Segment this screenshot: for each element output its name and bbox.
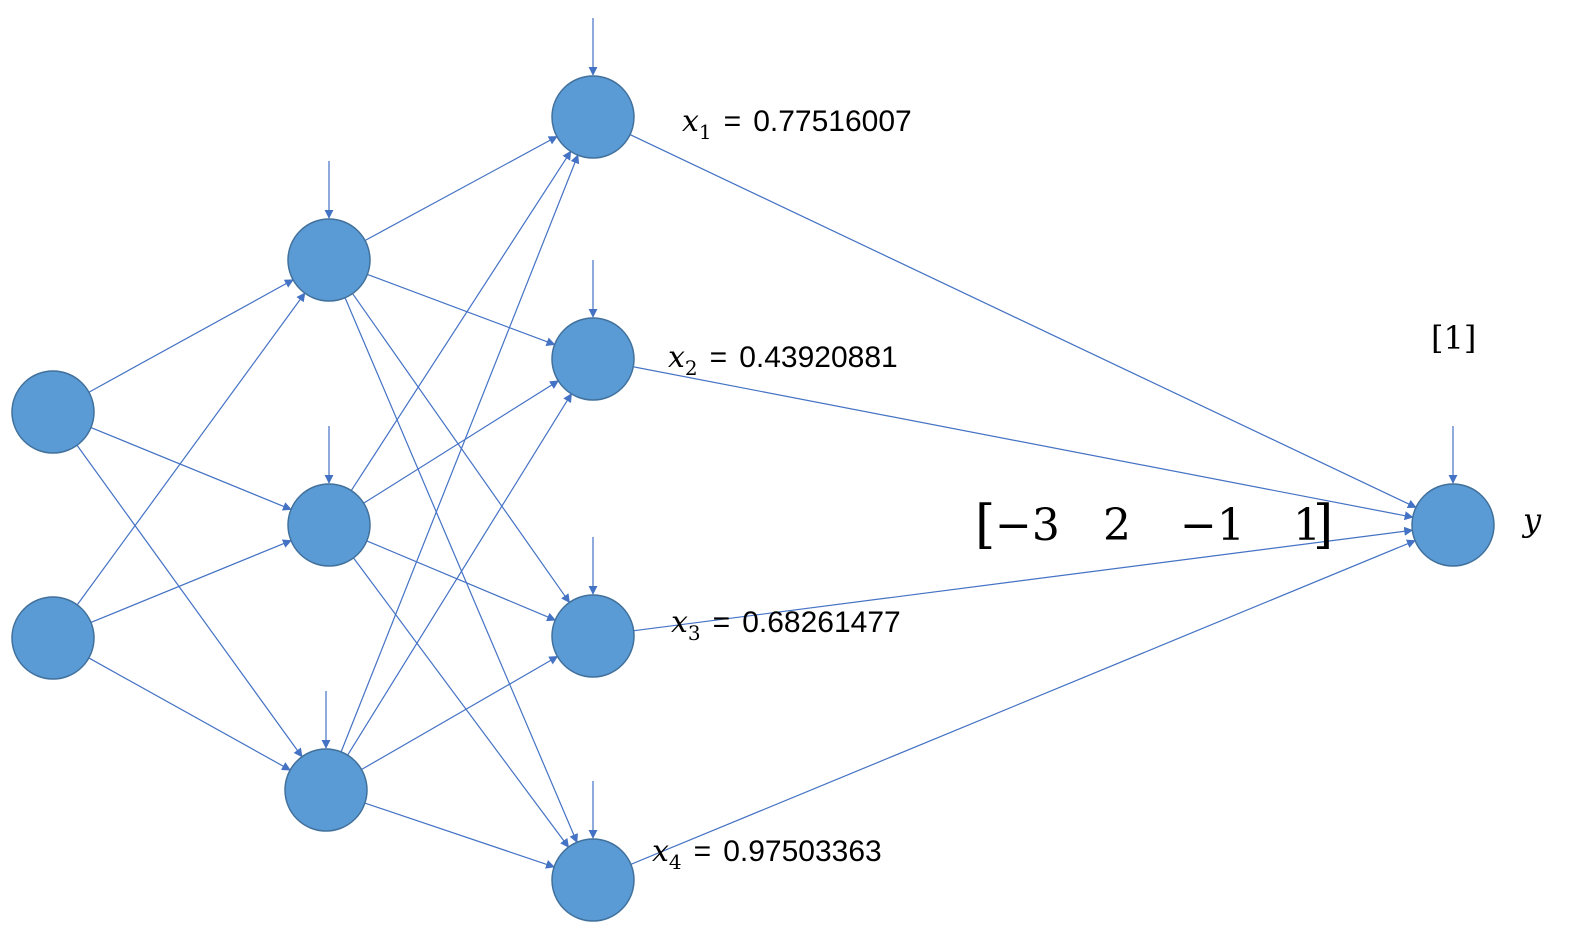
hidden2-node bbox=[551, 594, 635, 678]
hidden2-node bbox=[551, 75, 635, 159]
hidden2-node bbox=[551, 838, 635, 922]
connection-arrow bbox=[76, 292, 306, 606]
connection-arrow bbox=[76, 444, 303, 758]
connection-arrow bbox=[88, 279, 294, 393]
weights-open-bracket: [ bbox=[975, 495, 995, 555]
connection-arrow bbox=[363, 380, 560, 504]
hidden2-node bbox=[551, 317, 635, 401]
connection-arrow bbox=[344, 297, 578, 844]
bias-label: [1] bbox=[1431, 319, 1476, 357]
bias-arrows bbox=[321, 18, 1458, 839]
weight-value: −1 bbox=[1180, 500, 1245, 551]
connection-arrow bbox=[367, 273, 556, 346]
x3-label: x3=0.68261477 bbox=[671, 605, 901, 645]
connection-arrow bbox=[361, 655, 559, 771]
connection-arrow bbox=[88, 657, 291, 771]
connection-arrow bbox=[347, 393, 572, 756]
connection-arrow bbox=[633, 366, 1414, 521]
neurons bbox=[11, 75, 1495, 922]
hidden1-node bbox=[287, 218, 371, 302]
hidden1-node bbox=[287, 483, 371, 567]
connection-arrow bbox=[364, 802, 556, 869]
weight-value: −3 bbox=[995, 500, 1060, 551]
input-node bbox=[11, 596, 95, 680]
connection-arrow bbox=[630, 539, 1416, 865]
x1-label: x1=0.77516007 bbox=[682, 104, 912, 144]
x2-label: x2=0.43920881 bbox=[668, 340, 898, 380]
connection-arrow bbox=[366, 540, 557, 622]
connection-arrow bbox=[633, 526, 1414, 632]
output-node bbox=[1411, 483, 1495, 567]
connections bbox=[76, 134, 1417, 869]
connection-arrow bbox=[350, 150, 572, 491]
connection-arrow bbox=[352, 293, 570, 604]
x4-label: x4=0.97503363 bbox=[652, 834, 882, 874]
weights-close-bracket: ] bbox=[1313, 495, 1333, 555]
weight-value: 2 bbox=[1103, 500, 1131, 551]
connection-arrow bbox=[364, 136, 558, 241]
hidden1-node bbox=[284, 748, 368, 832]
input-node bbox=[11, 370, 95, 454]
connection-arrow bbox=[352, 557, 570, 848]
weight-value: 1 bbox=[1293, 500, 1321, 551]
connection-arrow bbox=[629, 134, 1417, 509]
output-label: y bbox=[1521, 501, 1542, 539]
connection-arrow bbox=[90, 426, 292, 511]
connection-arrow bbox=[340, 154, 580, 753]
connection-arrow bbox=[90, 539, 292, 624]
